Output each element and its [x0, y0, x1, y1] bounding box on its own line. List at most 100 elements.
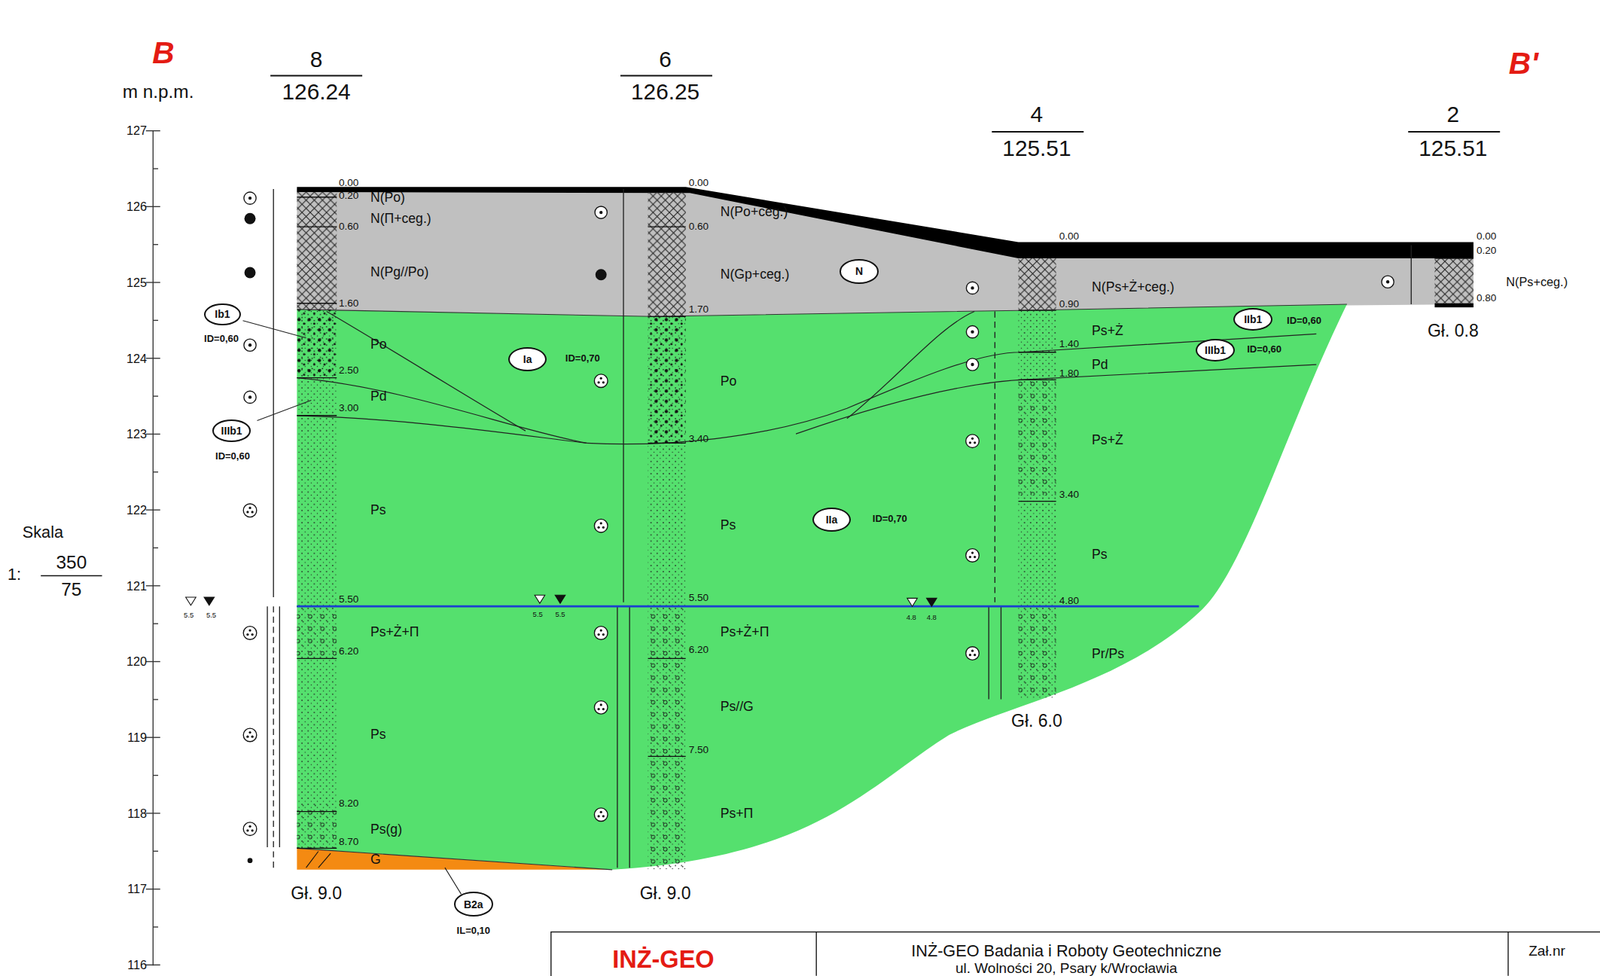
layer-oval: IIaID=0,70 [812, 507, 851, 533]
axis-tick [146, 433, 161, 435]
axis-tick [146, 737, 161, 738]
depth-tick [1018, 351, 1057, 353]
axis-label: 118 [127, 807, 147, 820]
axis-label: 117 [127, 882, 147, 895]
section-text: N(Ps+Ż+ceg.) [1091, 280, 1175, 295]
density-index: ID=0,70 [872, 513, 908, 524]
sample-symbol [243, 626, 257, 640]
section-text: Gł. 9.0 [290, 885, 342, 903]
sample-symbol [243, 192, 256, 205]
axis-label: 125 [126, 276, 147, 289]
sample-symbol [243, 390, 256, 403]
water-level: 4.8 [926, 613, 937, 621]
sample-symbol [246, 510, 249, 513]
layer-code: IIIb1 [1204, 344, 1226, 356]
layer-oval: N [839, 259, 878, 284]
section-text: 3.00 [338, 402, 359, 414]
depth-tick [296, 847, 337, 849]
density-index: ID=0,60 [1246, 344, 1282, 354]
layer-oval: IaID=0,70 [508, 347, 547, 372]
sample-symbol [251, 828, 254, 832]
sample-symbol [966, 326, 979, 339]
section-text: 0.60 [688, 221, 709, 232]
sample-symbol [594, 807, 608, 822]
density-index: ID=0,60 [1286, 315, 1322, 326]
sample-symbol [970, 329, 974, 333]
axis-tick [152, 926, 159, 927]
section-text: N(Po+ceg.) [720, 205, 789, 220]
sample-symbol [248, 628, 251, 631]
section-text: N(Gp+ceg.) [720, 268, 790, 282]
axis-tick [146, 130, 161, 132]
elevation: 125.51 [1002, 137, 1071, 160]
depth-tick [648, 442, 686, 444]
section-text: 7.50 [688, 744, 709, 756]
axis-tick [152, 774, 159, 776]
axis-tick [146, 812, 161, 814]
depth-tick [648, 316, 686, 317]
section-mark: B' [1508, 48, 1539, 80]
section-text: G [370, 853, 381, 868]
water-level: 4.8 [906, 613, 917, 621]
depth-tick [1434, 257, 1473, 259]
axis-tick [152, 850, 159, 852]
sample-symbol [594, 518, 608, 533]
axis-tick [152, 243, 159, 245]
density-index: ID=0,70 [565, 353, 601, 363]
section-text: 0.00 [688, 177, 709, 189]
sample-symbol [248, 343, 252, 347]
sample-symbol [248, 395, 252, 399]
section-text: 6.20 [688, 645, 709, 656]
unit-label: m n.p.m. [122, 82, 195, 101]
axis-label: 123 [126, 427, 147, 440]
section-text: Gł. 6.0 [1011, 713, 1063, 731]
section-text: 2.50 [338, 365, 359, 376]
water-level: 5.5 [183, 611, 194, 619]
section-text: Pd [1091, 358, 1109, 372]
sample-symbol [600, 810, 603, 814]
sample-symbol [597, 814, 600, 817]
oval-shape: IIa [812, 507, 851, 533]
layer-code: Ib1 [214, 308, 230, 320]
sample-symbol [594, 206, 607, 219]
sample-symbol [247, 857, 253, 863]
section-text: 1.70 [688, 304, 709, 315]
elevation: 126.24 [282, 80, 351, 104]
axis-tick [146, 661, 161, 662]
section-text: 0.60 [338, 221, 359, 232]
sample-symbol [1386, 280, 1390, 284]
section-text: 1.80 [1059, 368, 1079, 379]
axis-label: 121 [126, 579, 147, 592]
section-text: Ps(g) [370, 822, 403, 837]
axis-tick [152, 623, 159, 625]
layer-oval: B2aIL=0,10 [454, 891, 493, 917]
depth-tick [648, 658, 686, 659]
layer-oval: IIb1ID=0,60 [1233, 307, 1272, 331]
sample-symbol [969, 555, 972, 558]
sample-symbol [243, 338, 256, 351]
oval-shape: IIIb1 [1195, 338, 1235, 362]
sample-symbol [244, 213, 256, 225]
borehole-number: 6 [658, 48, 672, 71]
depth-tick [296, 196, 337, 198]
section-text: Ps [1091, 548, 1108, 562]
sample-symbol [1381, 275, 1394, 288]
sample-symbol [970, 286, 974, 290]
depth-tick [648, 225, 686, 227]
section-text: Ps+Ż+Π [370, 625, 420, 640]
sample-symbol [243, 503, 257, 518]
axis-label: 120 [126, 655, 147, 668]
sample-symbol [246, 633, 249, 636]
sample-symbol [597, 633, 600, 636]
section-text: Ps [370, 728, 387, 742]
scale-label: 75 [60, 580, 82, 599]
sample-symbol [248, 731, 251, 734]
axis-tick [146, 206, 161, 208]
density-index: ID=0,60 [215, 451, 250, 461]
sample-symbol [595, 268, 607, 281]
layer-code: IIa [825, 514, 839, 525]
layer-code: Ia [523, 353, 533, 365]
sample-symbol [597, 707, 600, 711]
sample-symbol [971, 437, 974, 440]
